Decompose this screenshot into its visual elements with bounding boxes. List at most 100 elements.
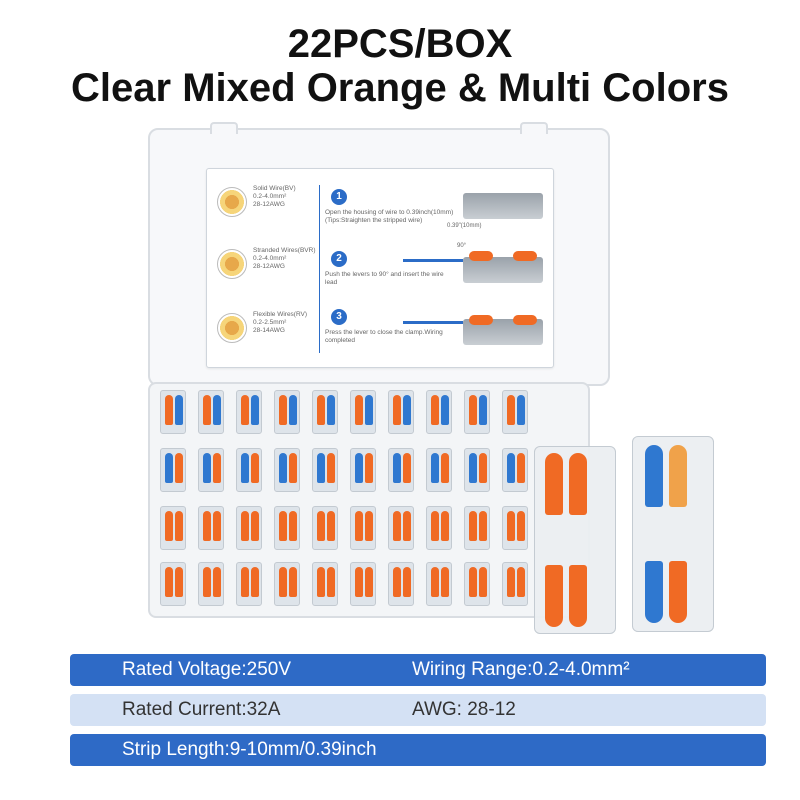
wire-connector [312,562,338,606]
blue-lever-icon [251,395,259,425]
orange-lever-icon [279,567,287,597]
wire-connector [502,506,528,550]
blue-lever-icon [393,453,401,483]
orange-lever-icon [469,251,493,261]
orange-lever-icon [241,395,249,425]
orange-lever-icon [317,511,325,541]
orange-lever-icon [479,453,487,483]
orange-lever-icon [517,453,525,483]
orange-lever-icon [175,453,183,483]
wire-range: 0.2-4.0mm² [253,255,287,262]
orange-lever-icon [289,511,297,541]
wire-type-flexible: Flexible Wires(RV) 0.2-2.5mm² 28-14AWG [217,309,317,355]
wire-connector [502,448,528,492]
blue-lever-icon [365,395,373,425]
blue-lever-icon [289,395,297,425]
orange-lever-icon [203,511,211,541]
spec-row-voltage: Rated Voltage:250V Wiring Range:0.2-4.0m… [70,654,766,686]
wire-connector [464,390,490,434]
orange-lever-icon [513,315,537,325]
wire-connector [426,448,452,492]
blue-lever-icon [279,453,287,483]
wire-connector [426,390,452,434]
orange-lever-icon [469,511,477,541]
step-1-connector-diagram [463,193,543,219]
orange-lever-icon [545,565,563,627]
orange-lever-icon [251,567,259,597]
awg-range: AWG: 28-12 [412,699,516,720]
blue-lever-icon [241,453,249,483]
blue-lever-icon [645,445,663,507]
wire-connector [388,562,414,606]
blue-lever-icon [165,453,173,483]
lid-hinge [520,122,548,134]
wire-name: Solid Wire(BV) [253,185,296,192]
wire-connector [198,506,224,550]
orange-lever-icon [469,315,493,325]
orange-lever-icon [203,567,211,597]
dimension-label: 0.39"(10mm) [447,223,482,229]
orange-lever-icon [355,511,363,541]
wire-connector [274,562,300,606]
orange-lever-icon [569,565,587,627]
blue-lever-icon [327,395,335,425]
orange-lever-icon [431,395,439,425]
wire-connector [198,562,224,606]
large-connector-multicolor [632,436,714,632]
orange-lever-icon [175,567,183,597]
wire-connector [312,506,338,550]
blue-lever-icon [175,395,183,425]
orange-lever-icon [279,395,287,425]
press-arrow-icon [403,321,463,324]
orange-lever-icon [403,511,411,541]
wire-connector [160,506,186,550]
orange-lever-icon [327,453,335,483]
orange-lever-icon [365,511,373,541]
rated-current: Rated Current:32A [122,699,281,720]
blue-lever-icon [441,395,449,425]
wire-connector [426,562,452,606]
orange-lever-icon [431,511,439,541]
wire-connector [502,562,528,606]
orange-lever-icon [517,567,525,597]
wire-connector [502,390,528,434]
wire-connector [236,562,262,606]
orange-lever-icon [469,567,477,597]
orange-lever-icon [393,567,401,597]
orange-lever-icon [513,251,537,261]
wire-connector [350,390,376,434]
wire-connector [312,448,338,492]
instruction-card: Solid Wire(BV) 0.2-4.0mm² 28-12AWG Stran… [206,168,554,368]
orange-lever-icon [569,453,587,515]
wire-connector [426,506,452,550]
wire-connector [274,448,300,492]
wire-name: Stranded Wires(BVR) [253,247,316,254]
orange-lever-icon [327,567,335,597]
orange-lever-icon [469,395,477,425]
wire-range: 0.2-4.0mm² [253,193,287,200]
blue-lever-icon [479,395,487,425]
insert-arrow-icon [403,259,463,262]
wire-connector [198,448,224,492]
step-3-connector-diagram [463,315,543,345]
wire-awg: 28-14AWG [253,327,285,334]
orange-lever-icon [365,453,373,483]
orange-lever-icon [327,511,335,541]
step-text: Push the levers to 90° and insert the wi… [325,271,444,286]
wire-connector [236,390,262,434]
orange-lever-icon [393,395,401,425]
orange-lever-icon [431,567,439,597]
orange-lever-icon [165,511,173,541]
orange-lever-icon [355,567,363,597]
wire-connector [236,448,262,492]
wire-connector [160,448,186,492]
wire-connector [388,448,414,492]
rated-voltage: Rated Voltage:250V [122,659,292,680]
flexible-wire-icon [217,313,247,343]
orange-lever-icon [213,511,221,541]
step-number: 1 [331,189,347,205]
lid-hinge [210,122,238,134]
wire-connector [160,390,186,434]
step-number: 3 [331,309,347,325]
orange-lever-icon [507,395,515,425]
